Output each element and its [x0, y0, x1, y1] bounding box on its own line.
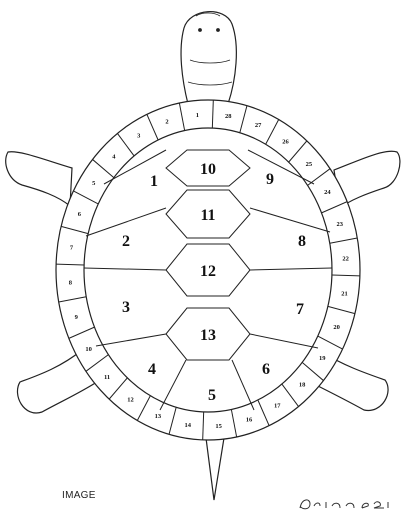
central-plate-label: 10: [200, 161, 216, 178]
marginal-scute-label: 10: [85, 346, 92, 353]
side-plate-label: 7: [296, 301, 304, 318]
side-plate-label: 8: [298, 233, 306, 250]
marginal-scute-label: 26: [282, 138, 289, 145]
marginal-scute-label: 21: [341, 290, 348, 297]
marginal-scute-label: 1: [196, 112, 199, 119]
side-plate-label: 4: [148, 361, 156, 378]
marginal-scute-label: 16: [246, 416, 253, 423]
marginal-scute-label: 20: [333, 324, 340, 331]
marginal-scute-label: 13: [155, 413, 162, 420]
side-plate-label: 3: [122, 299, 130, 316]
central-plate-label: 11: [200, 207, 215, 224]
marginal-scute-label: 23: [337, 221, 344, 228]
turtle-front-left-leg: [6, 152, 72, 206]
marginal-scute-label: 2: [165, 119, 168, 126]
marginal-scute-label: 18: [299, 382, 306, 389]
side-plate-label: 2: [122, 233, 130, 250]
marginal-scute-label: 28: [225, 113, 232, 120]
central-plate-label: 12: [200, 263, 216, 280]
marginal-scute-label: 24: [324, 189, 331, 196]
marginal-scute-label: 11: [104, 374, 110, 381]
turtle-tail: [206, 438, 224, 500]
turtle-head: [181, 12, 236, 104]
image-caption: IMAGE: [62, 490, 96, 501]
side-plate-label: 6: [262, 361, 270, 378]
marginal-scute-label: 15: [215, 423, 222, 430]
artist-signature: [296, 494, 396, 512]
marginal-scute-label: 17: [274, 402, 281, 409]
side-plate-label: 5: [208, 387, 216, 404]
side-plate-label: 9: [266, 171, 274, 188]
marginal-scute-label: 19: [319, 355, 326, 362]
marginal-scute-label: 22: [342, 255, 349, 262]
side-plate-label: 1: [150, 173, 158, 190]
marginal-scute-label: 25: [306, 161, 313, 168]
central-plate-label: 13: [200, 327, 216, 344]
marginal-scute-label: 12: [127, 397, 134, 404]
marginal-scute-label: 14: [185, 422, 192, 429]
marginal-scute-label: 27: [255, 122, 262, 129]
